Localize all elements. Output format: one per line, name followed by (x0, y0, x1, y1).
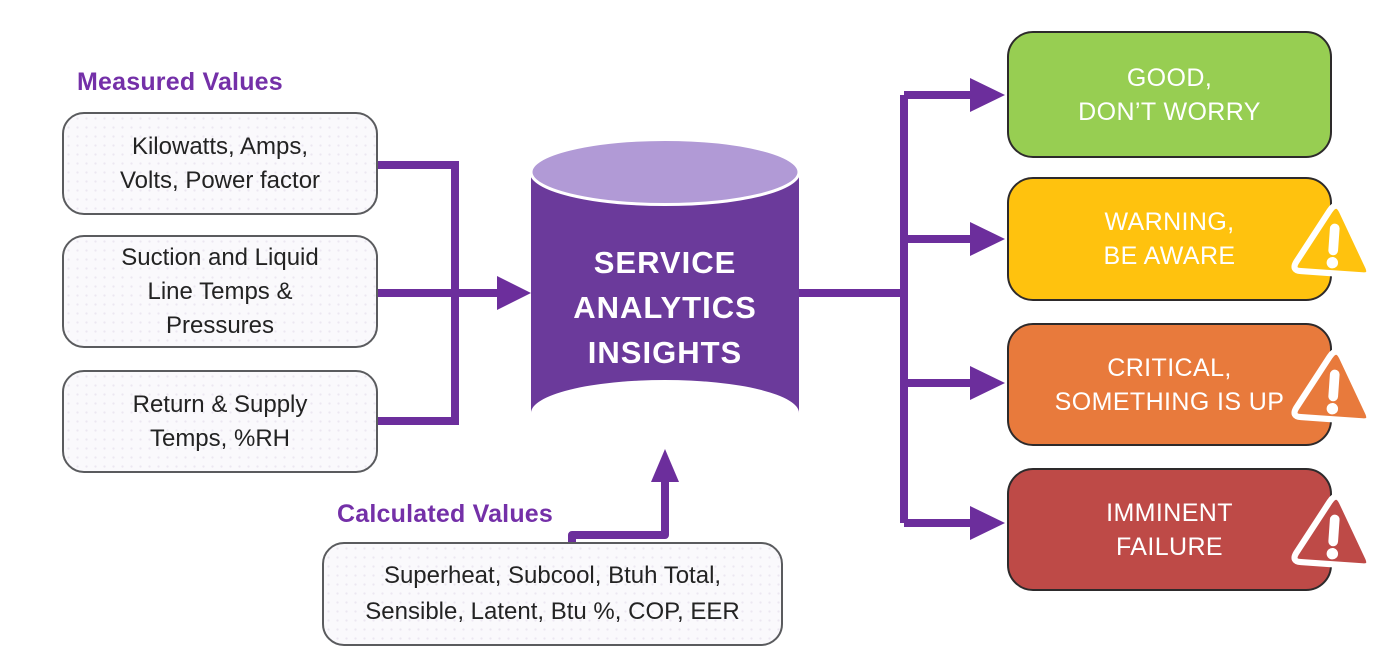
arrowhead-to-imminent (970, 506, 1005, 540)
warning-icon (1287, 194, 1376, 284)
warning-exclamation-bar (1328, 223, 1340, 256)
measured-box-electrical: Kilowatts, Amps, Volts, Power factor (62, 112, 378, 215)
warning-icon (1287, 340, 1376, 430)
measured-values-heading: Measured Values (77, 68, 283, 96)
database-cylinder-top (529, 138, 801, 206)
arrowhead-to-critical (970, 366, 1005, 400)
calculated-values-box-label: Superheat, Subcool, Btuh Total, Sensible… (365, 562, 740, 625)
measured-box-line-temps-label: Suction and Liquid Line Temps & Pressure… (121, 243, 319, 339)
outcome-warning: WARNING, BE AWARE (1007, 177, 1373, 301)
calculated-values-box: Superheat, Subcool, Btuh Total, Sensible… (322, 542, 783, 646)
measured-box-electrical-label: Kilowatts, Amps, Volts, Power factor (119, 132, 321, 194)
warning-icon (1287, 485, 1376, 575)
measured-box-air-temps: Return & Supply Temps, %RH (62, 370, 378, 473)
measured-to-hub-arrowhead (497, 276, 531, 310)
hub-to-outcomes-tree-line (797, 91, 970, 527)
calculated-to-hub-arrowhead (651, 449, 679, 482)
outcome-good-label: GOOD, DON’T WORRY (1078, 63, 1261, 126)
warning-exclamation-bar (1328, 514, 1340, 546)
warning-exclamation-dot (1326, 547, 1339, 559)
outcome-imminent-label: IMMINENT FAILURE (1106, 498, 1233, 561)
outcome-critical-label: CRITICAL, SOMETHING IS UP (1054, 353, 1285, 416)
warning-exclamation-dot (1326, 402, 1339, 414)
arrowhead-to-warning (970, 222, 1005, 256)
warning-exclamation-dot (1326, 256, 1339, 269)
outcome-warning-label: WARNING, BE AWARE (1103, 208, 1236, 270)
hub-cylinder-label: SERVICE ANALYTICS INSIGHTS (573, 245, 757, 370)
calculated-values-heading: Calculated Values (337, 500, 553, 528)
outcome-good: GOOD, DON’T WORRY (1007, 31, 1332, 158)
calculated-to-hub-line (568, 481, 669, 545)
outcome-critical: CRITICAL, SOMETHING IS UP (1007, 323, 1373, 446)
measured-box-line-temps: Suction and Liquid Line Temps & Pressure… (62, 235, 378, 348)
warning-exclamation-bar (1328, 369, 1340, 401)
outcome-imminent: IMMINENT FAILURE (1007, 468, 1373, 591)
database-cylinder-body (531, 172, 799, 413)
measured-box-air-temps-label: Return & Supply Temps, %RH (132, 390, 308, 452)
arrowhead-to-good (970, 78, 1005, 112)
